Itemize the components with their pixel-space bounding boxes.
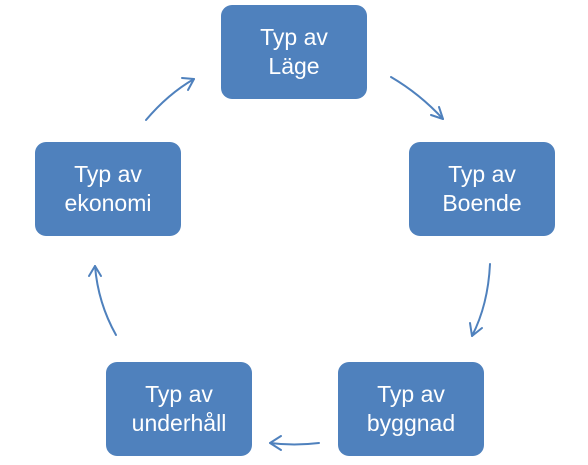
arrow-ekonomi-to-lage <box>145 77 195 121</box>
node-label: Typ av Läge <box>260 24 328 79</box>
node-typ-av-underhall: Typ av underhåll <box>106 362 252 456</box>
node-label: Typ av ekonomi <box>64 161 152 216</box>
node-typ-av-ekonomi: Typ av ekonomi <box>35 142 181 236</box>
node-label: Typ av Boende <box>442 161 522 216</box>
arrow-underhall-to-ekonomi <box>88 265 117 336</box>
arrow-boende-to-byggnad <box>469 263 491 337</box>
arrow-lage-to-boende <box>390 76 444 120</box>
node-typ-av-byggnad: Typ av byggnad <box>338 362 484 456</box>
node-typ-av-lage: Typ av Läge <box>221 5 367 99</box>
node-label: Typ av underhåll <box>131 381 227 436</box>
node-typ-av-boende: Typ av Boende <box>409 142 555 236</box>
arrow-byggnad-to-underhall <box>269 435 320 451</box>
node-label: Typ av byggnad <box>366 381 456 436</box>
